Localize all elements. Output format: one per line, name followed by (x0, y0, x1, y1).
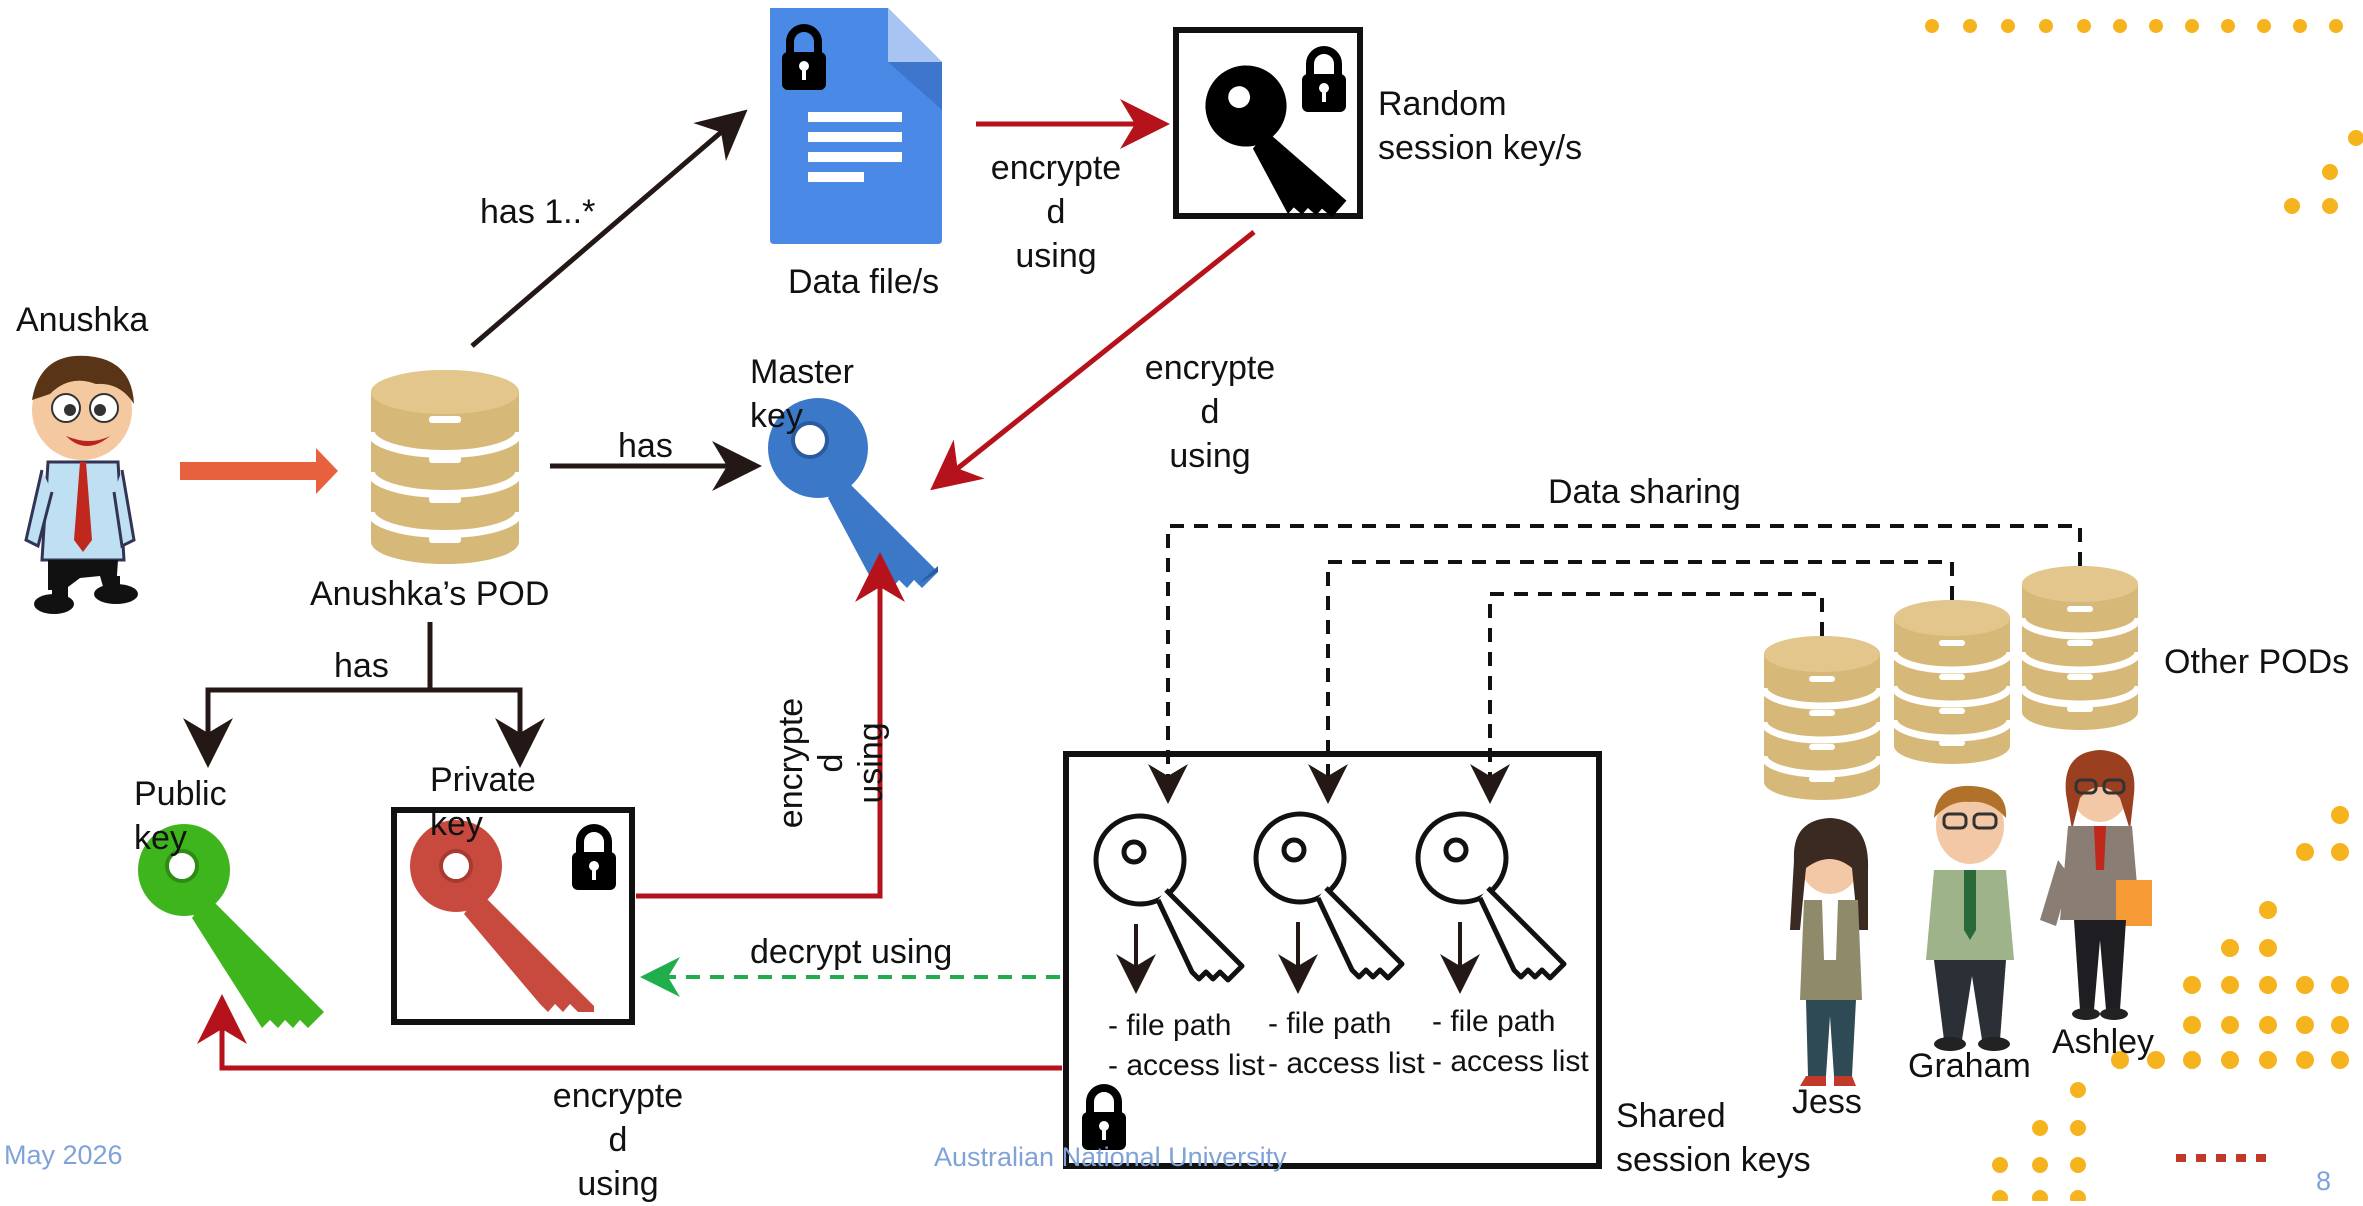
arrow-session-encrypted (930, 230, 1256, 491)
public-key-label-1: Public (134, 775, 227, 813)
session-key-icon (1202, 59, 1348, 226)
random-session-label-1: Random (1378, 85, 1507, 123)
arrow-has-private (430, 687, 545, 768)
private-key-label-2: key (430, 805, 483, 843)
pod-label: Anushka’s POD (310, 575, 550, 613)
share-line (1148, 524, 2082, 804)
pod-database-icon (1894, 600, 2010, 764)
ashley-figure (2040, 750, 2152, 1020)
edge-has-keypair-label: has (334, 647, 389, 685)
pod-database-icon (2022, 566, 2138, 730)
anushka-avatar (24, 355, 138, 614)
edge-has-files-label: has 1..* (480, 193, 596, 231)
orange-arrow (180, 448, 338, 494)
arrow-has-files (470, 109, 748, 348)
person-ashley-label: Ashley (2052, 1023, 2155, 1061)
edge-has-master-label: has (618, 427, 673, 465)
person-jess-label: Jess (1792, 1083, 1862, 1121)
document-icon (770, 8, 942, 244)
arrow-private-encrypted (636, 552, 905, 899)
share-line (1308, 560, 1954, 804)
public-key-label-2: key (134, 819, 187, 857)
public-key-icon (138, 824, 324, 1028)
shared-keys-label-2: session keys (1616, 1141, 1811, 1179)
pod-database-icon (1764, 636, 1880, 800)
private-key-label-1: Private (430, 761, 536, 799)
person-name-label: Anushka (16, 301, 149, 339)
decrypt-label: decrypt using (750, 933, 953, 971)
shared-key-3-text: - file path- access list (1432, 1005, 1589, 1078)
arrow-shared-encrypted (197, 994, 1062, 1071)
person-graham-label: Graham (1908, 1047, 2031, 1085)
master-key-label-1: Master (750, 353, 854, 391)
shared-key-2-text: - file path- access list (1268, 1007, 1425, 1080)
arrow-has-public (183, 687, 430, 768)
decor-dots (1925, 19, 2363, 1201)
jess-figure (1790, 818, 1869, 1086)
private-key-icon (410, 820, 594, 1012)
master-key-label-2: key (750, 397, 803, 435)
data-sharing-label: Data sharing (1548, 473, 1741, 511)
shared-key-1-text: - file path- access list (1108, 1009, 1265, 1082)
data-file-label: Data file/s (788, 263, 940, 301)
footer-org: Australian National University (934, 1142, 1287, 1172)
pod-database-icon (371, 370, 519, 564)
master-key-icon (768, 398, 938, 588)
random-session-label-2: session key/s (1378, 129, 1583, 167)
graham-figure (1926, 785, 2014, 1051)
footer-page-number: 8 (2316, 1166, 2332, 1196)
shared-keys-label-1: Shared (1616, 1097, 1726, 1135)
footer-date: May 2026 (4, 1140, 123, 1170)
session-key-box (1173, 27, 1363, 219)
other-pods-label: Other PODs (2164, 643, 2350, 681)
